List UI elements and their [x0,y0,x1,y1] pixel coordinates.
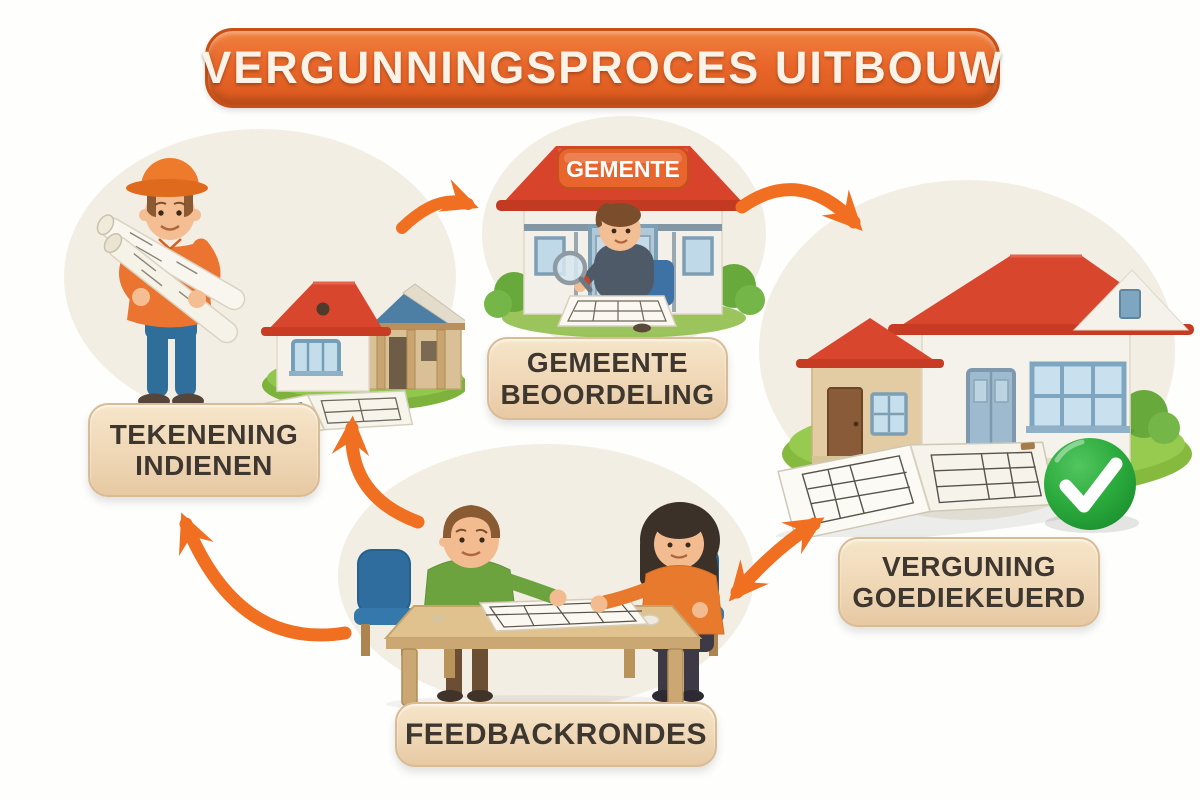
building-sign [557,147,689,189]
feedback-meeting-illustration [338,444,754,713]
person-right-arm [599,581,657,609]
person-left-arm [498,572,560,604]
step-label-line: GOEDIEKEUERD [852,582,1086,613]
blueprint-rolls-icon [96,214,246,344]
step-label-line: GEMEENTE [526,347,689,379]
step-label-tekening-indienen: TEKENENING INDIENEN [88,403,320,497]
step-label-line: TEKENENING [109,418,299,450]
worker-with-blueprints-illustration [64,129,465,435]
step-label-line: VERGUNING [881,550,1057,582]
municipal-office-illustration: GEMENTE [482,116,766,352]
magnifier-icon [552,250,588,286]
step-label-feedbackrondes: FEEDBACKRONDES [395,702,717,767]
approved-floorplans-icon [775,441,1085,537]
plan-reviewer-icon [552,203,678,333]
step-label-gemeente-beoordeling: GEMEENTE BEOORDELING [487,337,728,420]
step-label-line: FEEDBACKRONDES [404,717,708,751]
step-label-line: BEOORDELING [500,378,715,410]
house-under-construction-icon [261,281,465,411]
step-label-line: INDIENEN [135,450,273,481]
approved-house-illustration [759,180,1194,537]
building-sign-text: GEMENTE [566,156,680,182]
check-icon [1044,438,1139,533]
arrow-return-to-step1 [179,512,352,642]
title-banner: VERGUNNINGSPROCES UITBOUW [201,28,1002,108]
page-title: VERGUNNINGSPROCES UITBOUW [201,42,1004,93]
construction-worker-icon [96,158,246,409]
step-label-vergunning-goedgekeurd: VERGUNING GOEDIEKEUERD [838,537,1100,627]
